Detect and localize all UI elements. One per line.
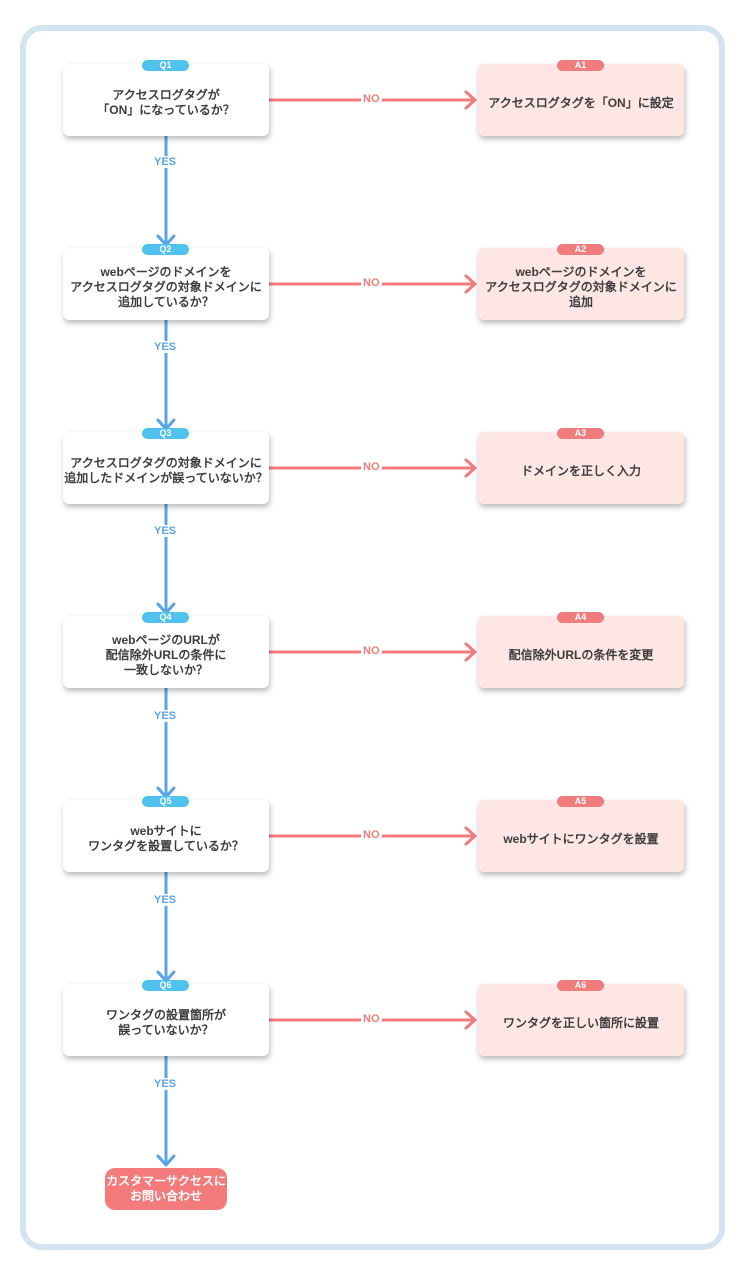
question-tag: Q5	[142, 796, 189, 807]
question-box-2: Q2 webページのドメインを アクセスログタグの対象ドメインに 追加しているか…	[63, 244, 269, 320]
answer-text: ワンタグを正しい箇所に設置	[502, 1015, 659, 1030]
question-box-1: Q1 アクセスログタグが 「ON」になっているか？	[63, 60, 269, 136]
question-box-5: Q5 webサイトに ワンタグを設置しているか？	[63, 796, 269, 872]
answer-text: webサイトにワンタグを設置	[503, 831, 659, 846]
question-text: アクセスログタグの対象ドメインに 追加したドメインが誤っていないか？	[64, 456, 268, 485]
no-label: NO	[361, 277, 382, 289]
yes-label: YES	[152, 710, 179, 722]
answer-box-2: A2 webページのドメインを アクセスログタグの対象ドメインに 追加	[478, 244, 684, 320]
answer-box-6: A6 ワンタグを正しい箇所に設置	[478, 980, 684, 1056]
question-box-4: Q4 webページのURLが 配信除外URLの条件に 一致しないか？	[63, 612, 269, 688]
question-tag: Q6	[142, 980, 189, 991]
no-arrowhead	[464, 274, 477, 294]
answer-box-5: A5 webサイトにワンタグを設置	[478, 796, 684, 872]
answer-tag: A4	[557, 612, 604, 623]
answer-tag: A6	[557, 980, 604, 991]
question-text: ワンタグの設置箇所が 誤っていないか？	[105, 1008, 226, 1037]
no-label: NO	[361, 93, 382, 105]
no-label: NO	[361, 829, 382, 841]
question-text: webページのURLが 配信除外URLの条件に 一致しないか？	[105, 632, 227, 677]
question-text: webページのドメインを アクセスログタグの対象ドメインに 追加しているか？	[70, 264, 262, 309]
answer-text: webページのドメインを アクセスログタグの対象ドメインに 追加	[485, 264, 677, 309]
answer-box-4: A4 配信除外URLの条件を変更	[478, 612, 684, 688]
question-tag: Q2	[142, 244, 189, 255]
question-tag: Q1	[142, 60, 189, 71]
no-arrowhead	[464, 1010, 477, 1030]
no-arrowhead	[464, 826, 477, 846]
question-text: アクセスログタグが 「ON」になっているか？	[97, 88, 235, 117]
no-label: NO	[361, 645, 382, 657]
contact-customer-success-box: カスタマーサクセスに お問い合わせ	[105, 1168, 227, 1210]
answer-tag: A5	[557, 796, 604, 807]
yes-label: YES	[152, 156, 179, 168]
no-arrowhead	[464, 458, 477, 478]
yes-label: YES	[152, 341, 179, 353]
question-box-6: Q6 ワンタグの設置箇所が 誤っていないか？	[63, 980, 269, 1056]
yes-label: YES	[152, 525, 179, 537]
answer-tag: A2	[557, 244, 604, 255]
answer-box-1: A1 アクセスログタグを「ON」に設定	[478, 60, 684, 136]
answer-text: ドメインを正しく入力	[520, 463, 641, 478]
question-tag: Q3	[142, 428, 189, 439]
no-label: NO	[361, 461, 382, 473]
yes-arrowhead	[156, 1154, 176, 1167]
no-label: NO	[361, 1013, 382, 1025]
answer-tag: A1	[557, 60, 604, 71]
answer-box-3: A3 ドメインを正しく入力	[478, 428, 684, 504]
answer-text: アクセスログタグを「ON」に設定	[488, 95, 674, 110]
answer-text: 配信除外URLの条件を変更	[508, 647, 654, 662]
question-tag: Q4	[142, 612, 189, 623]
no-arrowhead	[464, 90, 477, 110]
yes-label: YES	[152, 1078, 179, 1090]
question-box-3: Q3 アクセスログタグの対象ドメインに 追加したドメインが誤っていないか？	[63, 428, 269, 504]
no-arrowhead	[464, 642, 477, 662]
answer-tag: A3	[557, 428, 604, 439]
yes-label: YES	[152, 894, 179, 906]
question-text: webサイトに ワンタグを設置しているか？	[88, 824, 244, 853]
